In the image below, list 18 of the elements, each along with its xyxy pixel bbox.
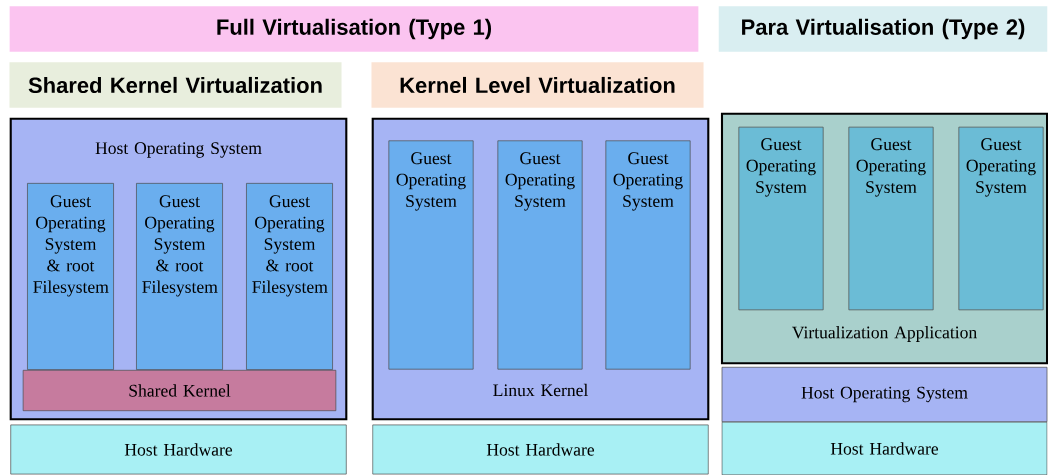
guest-box: Guest Operating System & root Filesystem [246, 183, 333, 370]
heading-band: Para Virtualisation (Type 2) [718, 6, 1048, 52]
heading-band: Shared Kernel Virtualization [9, 62, 342, 108]
guest-box: Guest Operating System [497, 140, 583, 370]
guest-box: Guest Operating System [388, 140, 474, 370]
guest-box: Guest Operating System [848, 126, 934, 311]
guest-box: Guest Operating System [958, 126, 1044, 311]
heading-band: Full Virtualisation (Type 1) [9, 6, 699, 52]
guest-box: Guest Operating System & root Filesystem [27, 183, 114, 370]
heading-band: Kernel Level Virtualization [371, 62, 704, 108]
layer-box: Host Hardware [721, 421, 1048, 475]
layer-box: Host Hardware [372, 424, 709, 475]
layer-box: Shared Kernel [22, 369, 337, 412]
guest-box: Guest Operating System [605, 140, 691, 370]
guest-box: Guest Operating System & root Filesystem [136, 183, 223, 370]
layer-box: Host Hardware [10, 424, 347, 475]
layer-box: Host Operating System [721, 366, 1048, 423]
guest-box: Guest Operating System [738, 126, 824, 311]
